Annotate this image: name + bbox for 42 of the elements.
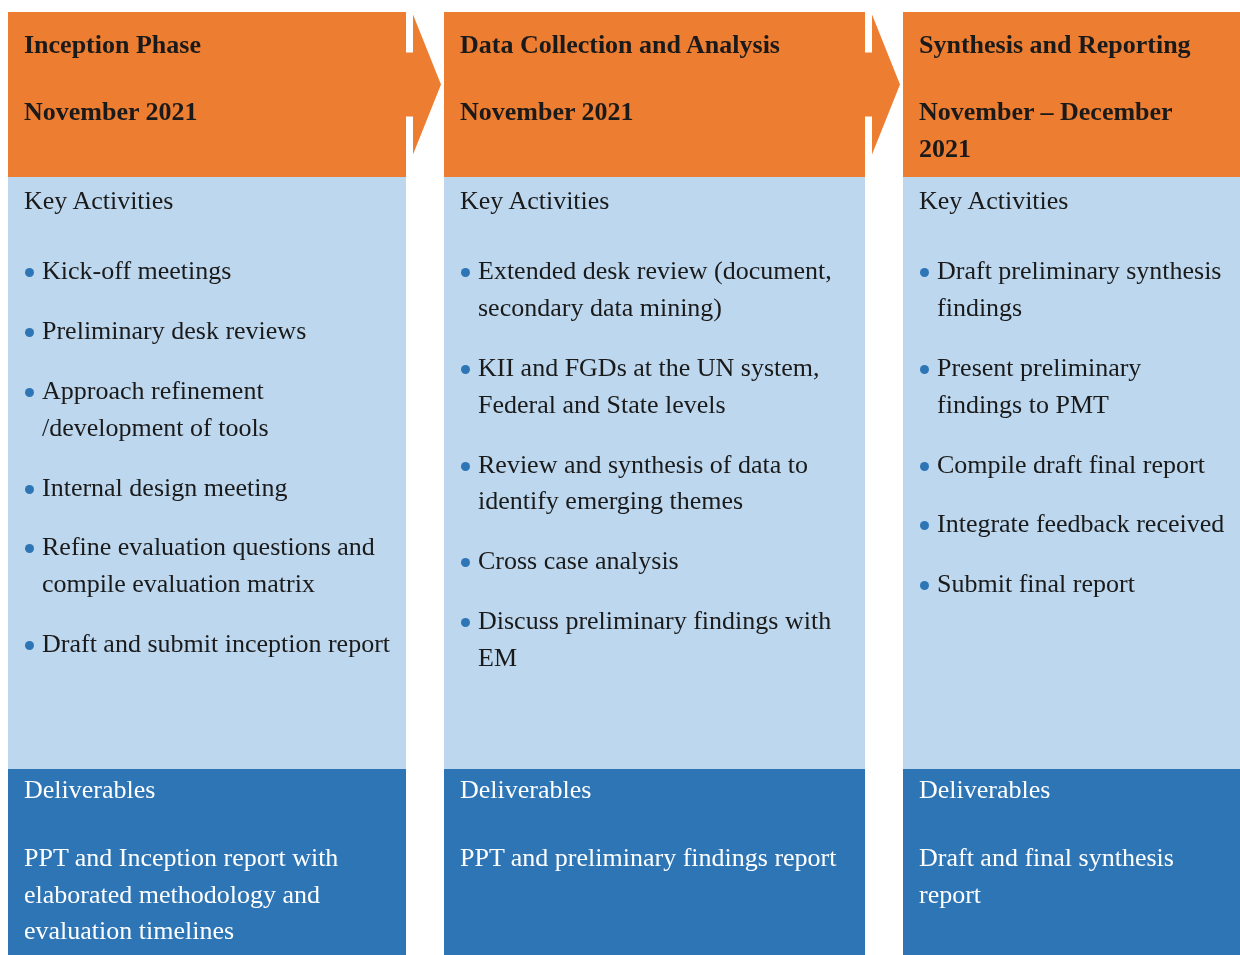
- list-item: Approach refinement /development of tools: [42, 375, 269, 442]
- activities-panel: [903, 177, 1240, 769]
- phase-title: Inception Phase: [24, 29, 202, 61]
- activities-panel: [444, 177, 865, 769]
- list-item: Cross case analysis: [478, 546, 679, 576]
- phase-header: [8, 12, 406, 177]
- section-heading: Deliverables: [919, 774, 1052, 806]
- section-heading: Key Activities: [460, 185, 611, 217]
- chevron-arrow: [406, 14, 441, 155]
- deliverables-panel: [444, 769, 865, 955]
- list-item: Submit final report: [937, 569, 1135, 599]
- list-item: Discuss preliminary findings with EM: [478, 606, 832, 673]
- phase-header: [444, 12, 865, 177]
- phase-header: [903, 12, 1240, 177]
- deliverables-panel: [903, 769, 1240, 955]
- list-item: Preliminary desk reviews: [42, 315, 307, 345]
- deliverables-panel: [8, 769, 406, 955]
- list-item: Internal design meeting: [42, 472, 288, 502]
- list-item: Refine evaluation questions and compile evaluation matrix: [42, 532, 375, 599]
- section-heading: Deliverables: [460, 774, 593, 806]
- deliverable-text: PPT and preliminary findings report: [460, 842, 838, 875]
- deliverable-text: PPT and Inception report with elaborated methodology and evaluation timelines: [24, 842, 340, 948]
- list-item: Integrate feedback received: [937, 509, 1225, 539]
- list-item: Present preliminary findings to PMT: [937, 352, 1142, 419]
- section-heading: Deliverables: [24, 774, 157, 806]
- list-item: Draft and submit inception report: [42, 629, 391, 659]
- list-item: KII and FGDs at the UN system, Federal and State levels: [478, 352, 820, 419]
- phase-date: November 2021: [460, 95, 635, 128]
- section-heading: Key Activities: [919, 185, 1070, 217]
- phase-title: Data Collection and Analysis: [460, 29, 781, 61]
- phase-date: November – December 2021: [919, 95, 1174, 166]
- phase-date: November 2021: [24, 95, 199, 128]
- list-item: Draft preliminary synthesis findings: [937, 255, 1222, 322]
- section-heading: Key Activities: [24, 185, 175, 217]
- list-item: Review and synthesis of data to identify emerging themes: [478, 449, 808, 516]
- list-item: Compile draft final report: [937, 449, 1205, 479]
- list-item: Extended desk review (document, secondary data mining): [478, 255, 832, 322]
- deliverable-text: Draft and final synthesis report: [919, 842, 1175, 911]
- activities-panel: [8, 177, 406, 769]
- list-item: Kick-off meetings: [42, 255, 232, 285]
- phase-title: Synthesis and Reporting: [919, 29, 1192, 61]
- chevron-arrow: [865, 14, 900, 155]
